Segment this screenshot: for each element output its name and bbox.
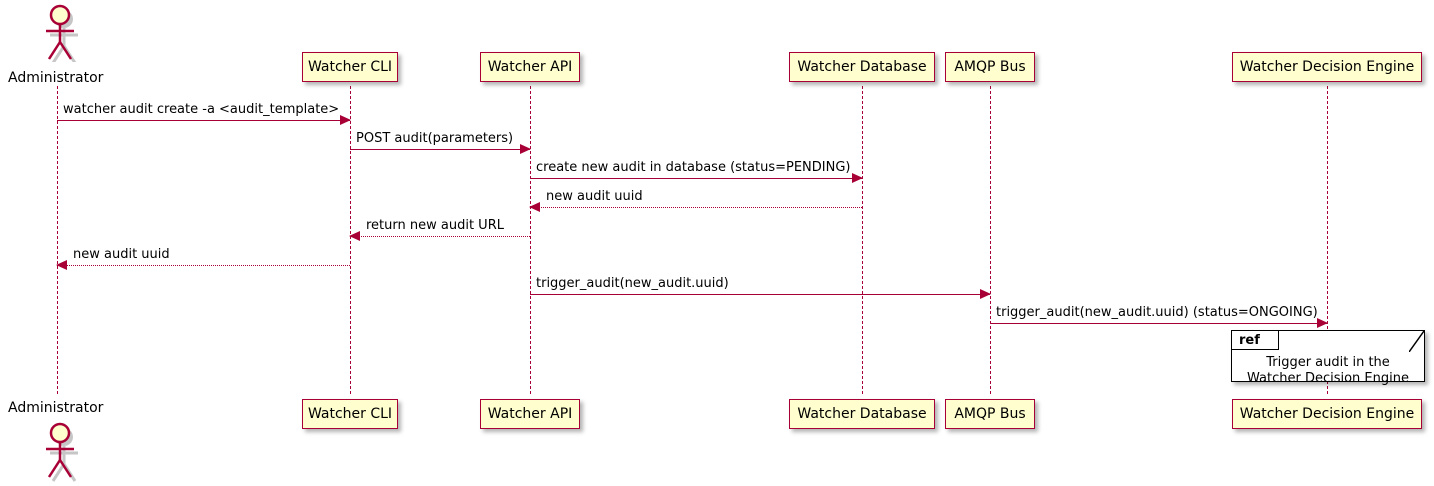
message-label: create new audit in database (status=PEN… xyxy=(536,160,851,175)
ref-fragment[interactable]: ref Trigger audit in the Watcher Decisio… xyxy=(1231,330,1425,386)
actor-stick-figure-icon xyxy=(46,4,78,62)
message-line xyxy=(990,323,1327,324)
participant-watcher-cli-bottom[interactable]: Watcher CLI xyxy=(302,399,398,429)
participant-label: Watcher API xyxy=(487,59,573,75)
participant-amqp-bus-top[interactable]: AMQP Bus xyxy=(945,52,1035,82)
lifeline-watcher-database xyxy=(862,86,863,394)
participant-label: Watcher Database xyxy=(797,59,927,75)
arrowhead-right-icon xyxy=(340,115,351,125)
ref-fragment-tab: ref xyxy=(1232,331,1279,350)
message-label: trigger_audit(new_audit.uuid) (status=ON… xyxy=(996,305,1318,320)
message-line xyxy=(350,149,530,150)
participant-label: Watcher API xyxy=(487,406,573,422)
message-line xyxy=(530,178,862,179)
message-label: POST audit(parameters) xyxy=(356,131,514,146)
participant-label: AMQP Bus xyxy=(954,406,1026,422)
lifeline-administrator xyxy=(57,86,58,394)
message-label: trigger_audit(new_audit.uuid) xyxy=(536,276,729,291)
ref-fragment-line-2: Watcher Decision Engine xyxy=(1247,371,1409,386)
actor-label-bottom: Administrator xyxy=(8,400,104,416)
message-line xyxy=(530,207,862,208)
arrowhead-left-icon xyxy=(56,260,67,270)
participant-label: Watcher Database xyxy=(797,406,927,422)
participant-watcher-database-bottom[interactable]: Watcher Database xyxy=(789,399,935,429)
participant-label: Watcher Decision Engine xyxy=(1239,59,1415,75)
message-label: new audit uuid xyxy=(73,247,170,262)
lifeline-watcher-api xyxy=(530,86,531,394)
participant-watcher-decision-engine-bottom[interactable]: Watcher Decision Engine xyxy=(1232,399,1422,429)
actor-label-top: Administrator xyxy=(8,70,104,86)
participant-watcher-database-top[interactable]: Watcher Database xyxy=(789,52,935,82)
participant-watcher-api-top[interactable]: Watcher API xyxy=(480,52,580,82)
actor-administrator-top[interactable] xyxy=(29,2,89,62)
actor-administrator-bottom[interactable] xyxy=(29,420,89,482)
message-line xyxy=(350,236,530,237)
message-label: new audit uuid xyxy=(546,189,643,204)
message-label: watcher audit create -a <audit_template> xyxy=(63,102,340,117)
actor-stick-figure-icon xyxy=(46,422,78,482)
message-line xyxy=(57,120,350,121)
participant-watcher-decision-engine-top[interactable]: Watcher Decision Engine xyxy=(1232,52,1422,82)
arrowhead-right-icon xyxy=(852,173,863,183)
arrowhead-right-icon xyxy=(980,289,991,299)
ref-tab-notch-icon xyxy=(1409,331,1424,352)
participant-label: Watcher CLI xyxy=(307,59,393,75)
ref-fragment-body: Trigger audit in the Watcher Decision En… xyxy=(1232,352,1424,386)
lifeline-amqp-bus xyxy=(990,86,991,394)
arrowhead-left-icon xyxy=(529,202,540,212)
participant-watcher-api-bottom[interactable]: Watcher API xyxy=(480,399,580,429)
arrowhead-right-icon xyxy=(520,144,531,154)
participant-label: AMQP Bus xyxy=(954,59,1026,75)
lifeline-watcher-decision-engine xyxy=(1327,86,1328,394)
message-label: return new audit URL xyxy=(366,218,504,233)
participant-label: Watcher CLI xyxy=(307,406,393,422)
ref-fragment-keyword: ref xyxy=(1239,332,1260,348)
arrowhead-right-icon xyxy=(1317,318,1328,328)
ref-fragment-line-1: Trigger audit in the xyxy=(1266,355,1390,370)
participant-watcher-cli-top[interactable]: Watcher CLI xyxy=(302,52,398,82)
message-line xyxy=(57,265,350,266)
participant-amqp-bus-bottom[interactable]: AMQP Bus xyxy=(945,399,1035,429)
message-line xyxy=(530,294,990,295)
arrowhead-left-icon xyxy=(349,231,360,241)
participant-label: Watcher Decision Engine xyxy=(1239,406,1415,422)
